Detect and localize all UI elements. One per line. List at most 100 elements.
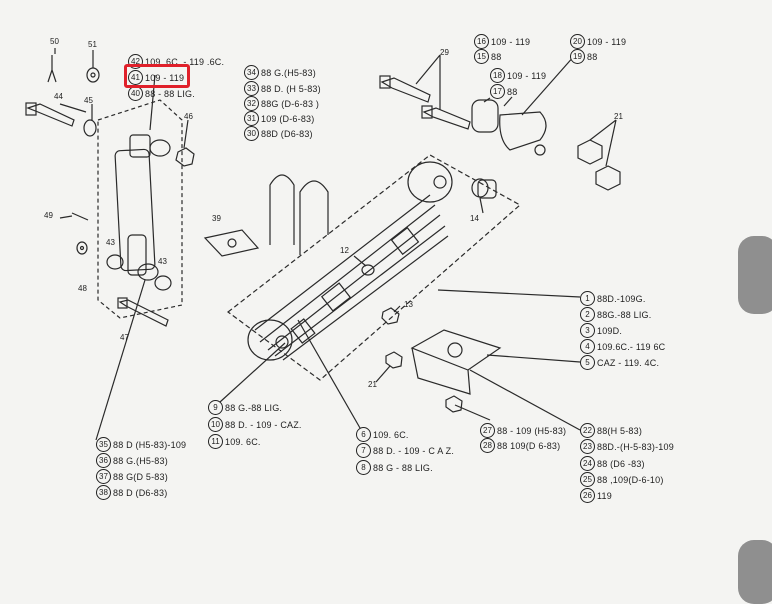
legend-item-20: 20 109 - 119 xyxy=(570,34,626,49)
legend-text: 88 xyxy=(587,51,598,62)
legend-text: 88D.-(H-5-83)-109 xyxy=(597,441,674,452)
ref-badge: 6 xyxy=(356,427,371,442)
ref-badge: 28 xyxy=(480,438,495,453)
ref-badge: 3 xyxy=(580,323,595,338)
legend-item-7: 7 88 D. - 109 - C A Z. xyxy=(356,443,454,458)
legend-item-38: 38 88 D (D6-83) xyxy=(96,485,167,500)
label-44: 44 xyxy=(54,92,63,101)
label-13: 13 xyxy=(404,300,413,309)
legend-item-16: 16 109 - 119 xyxy=(474,34,530,49)
legend-item-4: 4 109.6C.- 119 6C xyxy=(580,339,665,354)
legend-text: 88 - 88 LIG. xyxy=(145,88,195,99)
label-12: 12 xyxy=(340,246,349,255)
ref-badge: 38 xyxy=(96,485,111,500)
label-46: 46 xyxy=(184,112,193,121)
ref-badge: 1 xyxy=(580,291,595,306)
ref-badge: 15 xyxy=(474,49,489,64)
legend-item-8: 8 88 G - 88 LIG. xyxy=(356,460,433,475)
ref-badge: 22 xyxy=(580,423,595,438)
scan-edge-shape-bottom xyxy=(738,540,772,604)
ref-badge: 36 xyxy=(96,453,111,468)
ref-badge: 20 xyxy=(570,34,585,49)
legend-text: 109. 6C. xyxy=(373,429,409,440)
legend-text: 88(H 5-83) xyxy=(597,425,643,436)
ref-badge: 30 xyxy=(244,126,259,141)
legend-text: 88 D (D6-83) xyxy=(113,487,168,498)
legend-item-40: 40 88 - 88 LIG. xyxy=(128,86,195,101)
legend-text: 109 - 119 xyxy=(587,36,627,47)
legend-item-24: 24 88 (D6 -83) xyxy=(580,456,645,471)
legend-item-18: 18 109 - 119 xyxy=(490,68,546,83)
ref-badge: 5 xyxy=(580,355,595,370)
legend-text: 88G.-88 LIG. xyxy=(597,309,652,320)
legend-text: 109 - 119 xyxy=(491,36,531,47)
label-45: 45 xyxy=(84,96,93,105)
legend-item-28: 28 88 109(D 6-83) xyxy=(480,438,560,453)
legend-text: 88D.-109G. xyxy=(597,293,646,304)
legend-item-33: 33 88 D. (H 5-83) xyxy=(244,81,321,96)
ref-badge: 31 xyxy=(244,111,259,126)
legend-item-19: 19 88 xyxy=(570,49,597,64)
legend-text: 88 D. (H 5-83) xyxy=(261,83,321,94)
legend-item-35: 35 88 D (H5-83)-109 xyxy=(96,437,186,452)
legend-item-1: 1 88D.-109G. xyxy=(580,291,646,306)
legend-text: 109. 6C. xyxy=(225,436,261,447)
label-48: 48 xyxy=(78,284,87,293)
ref-badge: 24 xyxy=(580,456,595,471)
scan-edge-shape-top xyxy=(738,236,772,314)
label-47: 47 xyxy=(120,333,129,342)
ref-badge: 26 xyxy=(580,488,595,503)
legend-text: 88 G.(H5-83) xyxy=(113,455,168,466)
legend-text: 88G (D-6-83 ) xyxy=(261,98,320,109)
ref-badge: 9 xyxy=(208,400,223,415)
legend-item-25: 25 88 ,109(D-6-10) xyxy=(580,472,664,487)
legend-item-10: 10 88 D. - 109 - CAZ. xyxy=(208,417,302,432)
legend-text: 88 G - 88 LIG. xyxy=(373,462,433,473)
ref-badge: 18 xyxy=(490,68,505,83)
legend-text: CAZ - 119. 4C. xyxy=(597,357,660,368)
legend-item-34: 34 88 G.(H5-83) xyxy=(244,65,316,80)
legend-item-32: 32 88G (D-6-83 ) xyxy=(244,96,319,111)
ref-badge: 11 xyxy=(208,434,223,449)
legend-item-5: 5 CAZ - 119. 4C. xyxy=(580,355,659,370)
ref-badge: 34 xyxy=(244,65,259,80)
ref-badge: 37 xyxy=(96,469,111,484)
legend-item-27: 27 88 - 109 (H5-83) xyxy=(480,423,566,438)
legend-text: 109 - 119 xyxy=(145,72,185,83)
ref-badge: 35 xyxy=(96,437,111,452)
legend-text: 109D. xyxy=(597,325,623,336)
legend-item-11: 11 109. 6C. xyxy=(208,434,261,449)
legend-item-26: 26 119 xyxy=(580,488,612,503)
legend-item-9: 9 88 G.-88 LIG. xyxy=(208,400,282,415)
legend-text: 88D (D6-83) xyxy=(261,128,313,139)
legend-item-23: 23 88D.-(H-5-83)-109 xyxy=(580,439,674,454)
ref-badge: 8 xyxy=(356,460,371,475)
legend-item-37: 37 88 G(D 5-83) xyxy=(96,469,168,484)
legend-text: 88 xyxy=(507,86,518,97)
highlight-box xyxy=(124,64,190,88)
ref-badge: 10 xyxy=(208,417,223,432)
legend-item-41: 41 109 - 119 xyxy=(128,70,184,85)
label-43a: 43 xyxy=(106,238,115,247)
label-49: 49 xyxy=(44,211,53,220)
label-21-bottom: 21 xyxy=(368,380,377,389)
ref-badge: 27 xyxy=(480,423,495,438)
legend-text: 88 D. - 109 - CAZ. xyxy=(225,419,302,430)
legend-text: 109. 6C. - 119 .6C. xyxy=(145,56,225,67)
legend-item-2: 2 88G.-88 LIG. xyxy=(580,307,651,322)
legend-text: 109.6C.- 119 6C xyxy=(597,341,666,352)
legend-text: 88 - 109 (H5-83) xyxy=(497,425,567,436)
ref-badge: 25 xyxy=(580,472,595,487)
legend-text: 88 G.(H5-83) xyxy=(261,67,316,78)
legend-text: 109 - 119 xyxy=(507,70,547,81)
leaf-spring-group-box xyxy=(227,154,522,381)
ref-badge: 40 xyxy=(128,86,143,101)
ref-badge: 23 xyxy=(580,439,595,454)
ref-badge: 19 xyxy=(570,49,585,64)
legend-text: 109 (D-6-83) xyxy=(261,113,315,124)
legend-text: 88 G.-88 LIG. xyxy=(225,402,283,413)
ref-badge: 33 xyxy=(244,81,259,96)
legend-text: 88 109(D 6-83) xyxy=(497,440,561,451)
label-39: 39 xyxy=(212,214,221,223)
